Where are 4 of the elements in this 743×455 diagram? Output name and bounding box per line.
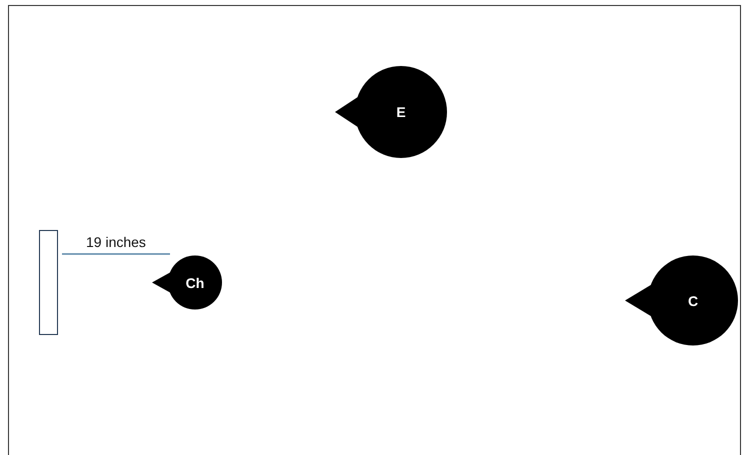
- bubble-label: E: [396, 104, 406, 120]
- dimension-label: 19 inches: [86, 234, 146, 250]
- bubble-label: C: [688, 292, 698, 308]
- bubble-label: Ch: [186, 274, 204, 290]
